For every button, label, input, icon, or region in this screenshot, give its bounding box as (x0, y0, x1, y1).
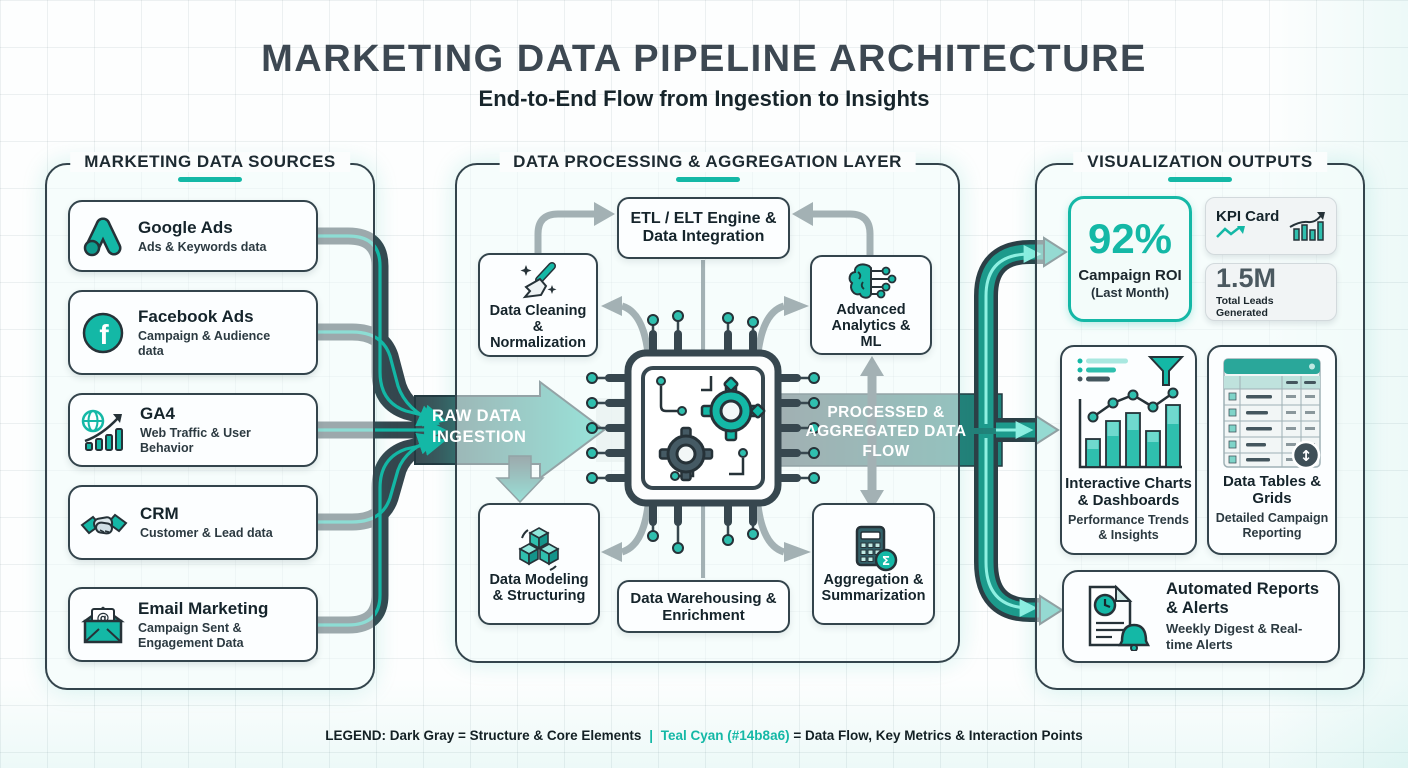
header-underline (178, 177, 242, 182)
charts-card-title: Interactive Charts & Dashboards (1065, 475, 1192, 510)
calculator-sigma-icon: Σ (855, 525, 897, 572)
legend-teal-entry: Teal Cyan (#14b8a6) (660, 728, 790, 743)
tables-card-subtitle: Detailed Campaign Reporting (1215, 510, 1329, 540)
data-cleaning-label: Data Cleaning & Normalization (489, 303, 587, 351)
interactive-charts-card: Interactive Charts & Dashboards Performa… (1060, 345, 1197, 555)
bar-growth-icon (1289, 212, 1325, 241)
kpi-trend-icon (1216, 226, 1245, 238)
source-title: CRM (140, 504, 179, 524)
etl-engine-label: ETL / ELT Engine & Data Integration (630, 210, 777, 245)
data-modeling-box: Data Modeling & Structuring (478, 503, 600, 625)
data-cleaning-box: Data Cleaning & Normalization (478, 253, 598, 357)
broom-icon (520, 262, 557, 299)
tables-card-title: Data Tables & Grids (1222, 473, 1322, 508)
source-card-crm: CRM Customer & Lead data (68, 485, 318, 560)
report-bell-icon (1088, 584, 1151, 651)
google-ads-icon (83, 217, 122, 257)
data-tables-card: ↕ Data Tables & Grids Detailed Campaign … (1207, 345, 1337, 555)
email-icon: @ (81, 605, 125, 643)
raw-data-ingestion-label: RAW DATA INGESTION (432, 407, 527, 446)
campaign-roi-card: 92% Campaign ROI (Last Month) (1068, 196, 1192, 322)
legend-dark-entry: Dark Gray = Structure & Core Elements (389, 728, 642, 743)
page-title: MARKETING DATA PIPELINE ARCHITECTURE (261, 38, 1147, 80)
reports-card-title: Automated Reports & Alerts (1166, 580, 1320, 618)
total-leads-card: 1.5M Total Leads Generated (1205, 263, 1337, 321)
outputs-panel-header: VISUALIZATION OUTPUTS (1073, 152, 1327, 172)
advanced-analytics-label: Advanced Analytics & ML (831, 302, 911, 350)
legend-label: LEGEND: (325, 728, 386, 743)
dashboard-chart-icon (1077, 356, 1185, 469)
cpu-chip-icon (586, 310, 820, 554)
reports-card-subtitle: Weekly Digest & Real-time Alerts (1166, 621, 1303, 652)
source-title: GA4 (140, 404, 175, 424)
header-underline (675, 177, 740, 182)
data-warehousing-box: Data Warehousing & Enrichment (617, 580, 790, 633)
source-title: Google Ads (138, 217, 233, 237)
aggregation-box: Σ Aggregation & Summarization (812, 503, 935, 625)
ga4-analytics-icon (81, 409, 123, 451)
svg-text:Σ: Σ (881, 554, 889, 568)
interaction-cursor-icon (1291, 440, 1321, 469)
source-subtitle: Customer & Lead data (140, 526, 273, 541)
legend: LEGEND: Dark Gray = Structure & Core Ele… (0, 728, 1408, 743)
svg-text:↕: ↕ (1300, 447, 1313, 465)
source-title: Email Marketing (138, 598, 269, 618)
legend-separator: | (649, 728, 653, 743)
source-subtitle: Web Traffic & User Behavior (140, 426, 251, 455)
source-subtitle: Campaign & Audience data (138, 328, 271, 358)
charts-card-subtitle: Performance Trends & Insights (1068, 512, 1189, 542)
svg-text:f: f (99, 319, 109, 350)
brain-circuit-icon (848, 263, 897, 299)
data-warehousing-label: Data Warehousing & Enrichment (630, 589, 777, 624)
processed-data-flow-label: PROCESSED & AGGREGATED DATA FLOW (805, 404, 967, 460)
source-card-facebook-ads: f Facebook Ads Campaign & Audience data (68, 290, 318, 375)
header-underline (1168, 177, 1232, 182)
leads-label: Total Leads Generated (1216, 295, 1274, 319)
source-card-email-marketing: @ Email Marketing Campaign Sent & Engage… (68, 587, 318, 662)
source-card-google-ads: Google Ads Ads & Keywords data (68, 200, 318, 272)
source-title: Facebook Ads (138, 306, 254, 326)
source-subtitle: Campaign Sent & Engagement Data (138, 620, 244, 650)
automated-reports-card: Automated Reports & Alerts Weekly Digest… (1062, 570, 1340, 663)
source-card-ga4: GA4 Web Traffic & User Behavior (68, 393, 318, 467)
handshake-icon (80, 513, 128, 534)
background-tint (0, 678, 1408, 768)
source-subtitle: Ads & Keywords data (138, 239, 267, 254)
data-table-icon: ↕ (1223, 358, 1321, 469)
advanced-analytics-box: Advanced Analytics & ML (810, 255, 932, 355)
leads-value: 1.5M (1216, 263, 1277, 293)
roi-value: 92% (1087, 215, 1173, 262)
processing-panel-header: DATA PROCESSING & AGGREGATION LAYER (499, 152, 916, 172)
roi-sublabel: (Last Month) (1091, 285, 1169, 300)
kpi-card: KPI Card (1205, 197, 1337, 255)
etl-engine-box: ETL / ELT Engine & Data Integration (617, 197, 790, 259)
cubes-icon (518, 527, 560, 571)
data-modeling-label: Data Modeling & Structuring (489, 572, 589, 604)
legend-teal-description: = Data Flow, Key Metrics & Interaction P… (793, 728, 1083, 743)
aggregation-label: Aggregation & Summarization (821, 572, 926, 604)
roi-label: Campaign ROI (1078, 267, 1182, 284)
kpi-card-label: KPI Card (1216, 208, 1280, 225)
page-subtitle: End-to-End Flow from Ingestion to Insigh… (478, 86, 930, 111)
facebook-icon: f (82, 312, 124, 353)
sources-panel-header: MARKETING DATA SOURCES (70, 152, 350, 172)
